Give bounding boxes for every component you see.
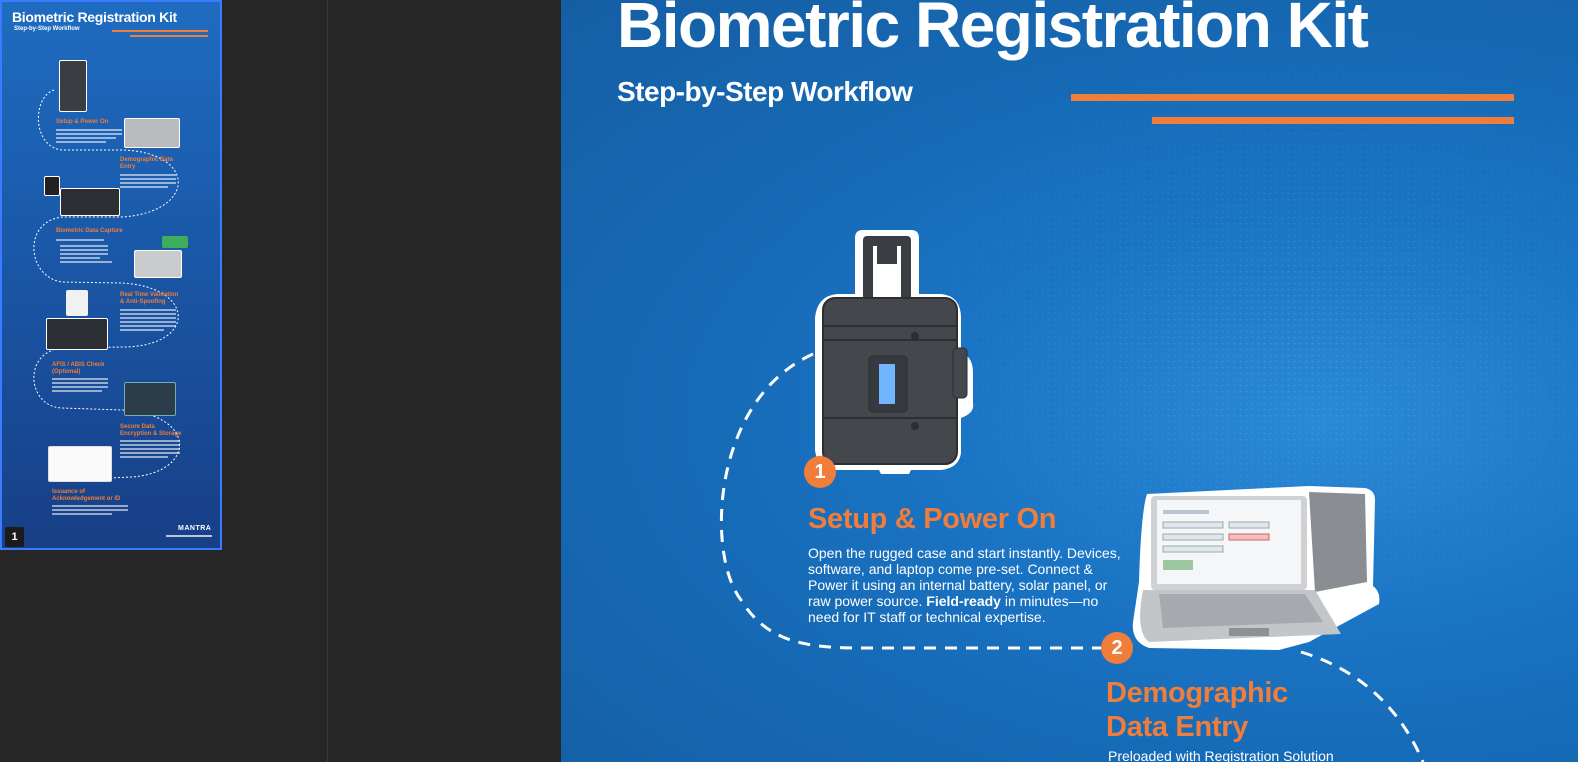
thumbnail-text xyxy=(56,239,104,241)
thumbnail-text xyxy=(120,448,180,450)
thumbnail-text xyxy=(120,182,176,184)
thumbnail-text xyxy=(52,513,112,515)
step-1-description: Open the rugged case and start instantly… xyxy=(808,545,1121,625)
thumbnail-title: Biometric Registration Kit xyxy=(12,9,177,25)
step-2-title-line2: Data Entry xyxy=(1106,711,1249,743)
thumbnail-text xyxy=(52,382,108,384)
laptop-image xyxy=(134,250,182,278)
slide-thumbnail-1[interactable]: Biometric Registration Kit Step-by-Step … xyxy=(0,0,222,550)
thumbnail-text xyxy=(56,137,116,139)
thumbnail-text xyxy=(120,309,176,311)
thumbnail-text xyxy=(52,386,108,388)
thumbnail-text xyxy=(120,325,176,327)
thumbnail-step: Issuance of Acknowledgement or ID xyxy=(52,489,121,502)
id-card-image xyxy=(48,446,112,482)
background-dot-pattern xyxy=(561,0,1578,762)
thumbnail-step: Secure Data Encryption & Storage xyxy=(120,424,182,437)
step-2-badge: 2 xyxy=(1101,632,1133,664)
thumbnail-step: Biometric Data Capture xyxy=(56,228,123,234)
thumbnail-text xyxy=(52,378,108,380)
face-photo-image xyxy=(44,176,60,196)
step-1-title: Setup & Power On xyxy=(808,503,1057,535)
thumbnail-text xyxy=(56,129,122,131)
thumbnail-text xyxy=(120,440,180,442)
step-2-title-line1: Demographic xyxy=(1106,677,1289,709)
case-image xyxy=(59,60,87,112)
thumbnail-text xyxy=(120,444,180,446)
thumbnail-step: Real Time Validation & Anti-Spoofing xyxy=(120,292,179,305)
capture-kit-image xyxy=(46,318,108,350)
thumbnail-text xyxy=(56,133,122,135)
thumbnail-step: Demographic Data Entry xyxy=(120,157,174,170)
accent-rule xyxy=(1071,94,1514,101)
thumbnail-rule xyxy=(130,35,208,37)
thumbnail-text xyxy=(120,456,168,458)
fingerprint-card-image xyxy=(66,290,88,316)
workspace-gutter xyxy=(329,0,561,762)
step-2-description: Preloaded with Registration Solution xyxy=(1108,748,1334,762)
laptop-kit-image xyxy=(1132,486,1380,650)
thumbnail-text xyxy=(52,509,128,511)
thumbnail-text xyxy=(120,313,176,315)
thumbnail-text xyxy=(56,141,106,143)
thumbnail-text xyxy=(120,321,176,323)
thumbnail-text xyxy=(60,253,108,255)
thumbnail-text xyxy=(60,257,100,259)
match-badge xyxy=(162,236,188,248)
thumbnail-step: Setup & Power On xyxy=(56,119,109,125)
thumbnail-logo: MANTRA xyxy=(178,525,212,532)
thumbnail-subtitle: Step-by-Step Workflow xyxy=(14,26,80,32)
laptop-image xyxy=(124,118,180,148)
thumbnail-text xyxy=(120,174,176,176)
lock-image xyxy=(124,382,176,416)
thumbnail-text xyxy=(52,505,128,507)
thumbnail-text xyxy=(52,390,102,392)
slide-title: Biometric Registration Kit xyxy=(617,0,1369,61)
slide-subtitle: Step-by-Step Workflow xyxy=(617,76,913,107)
accent-rule xyxy=(1152,117,1514,124)
thumbnail-rule xyxy=(112,30,208,32)
thumbnail-text xyxy=(120,186,168,188)
thumbnail-workflow-path xyxy=(33,89,181,481)
step-1-badge: 1 xyxy=(804,456,836,488)
thumbnail-text xyxy=(120,452,180,454)
thumbnail-email xyxy=(166,535,212,537)
rugged-case-image xyxy=(815,230,974,474)
thumbnail-text xyxy=(60,245,108,247)
slide-canvas[interactable]: Biometric Registration Kit Step-by-Step … xyxy=(561,0,1578,762)
thumbnail-text xyxy=(120,317,176,319)
thumbnail-text xyxy=(60,261,112,263)
thumbnail-step: AFIS / ABIS Check (Optional) xyxy=(52,362,105,375)
thumbnail-text xyxy=(60,249,108,251)
thumbnail-text xyxy=(120,329,164,331)
thumbnail-text xyxy=(120,178,176,180)
thumbnail-panel: Biometric Registration Kit Step-by-Step … xyxy=(0,0,328,762)
capture-kit-image xyxy=(60,188,120,216)
page-number-badge: 1 xyxy=(5,527,24,547)
workflow-path xyxy=(719,352,1425,762)
